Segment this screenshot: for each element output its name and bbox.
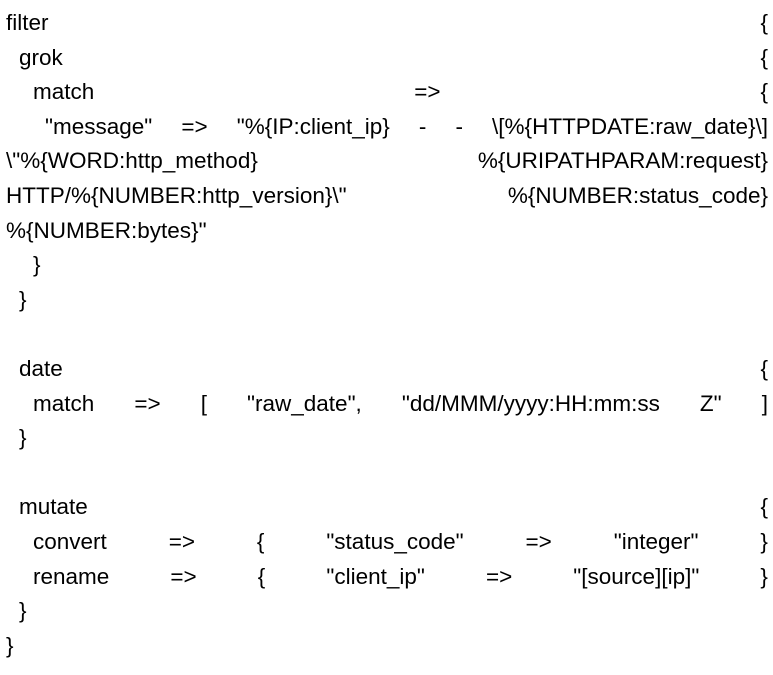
config-token: =>	[485, 563, 513, 589]
config-token: {	[257, 563, 266, 589]
config-token: =>	[134, 390, 161, 416]
config-token: }	[19, 598, 27, 624]
config-token: [	[200, 390, 207, 416]
config-line: }	[6, 248, 768, 283]
config-token: {	[760, 79, 768, 105]
config-token: HTTP/%{NUMBER:http_version}\"	[6, 182, 347, 208]
config-token: \"%{WORD:http_method}	[6, 148, 258, 174]
config-token: =>	[414, 79, 441, 105]
config-token: =>	[181, 113, 208, 139]
config-token: }	[33, 252, 41, 278]
config-token: Z"	[699, 390, 722, 416]
config-token: =>	[170, 563, 197, 589]
config-token: %{NUMBER:status_code}	[507, 182, 768, 208]
config-token: mutate	[19, 494, 88, 520]
config-token: filter	[6, 10, 49, 35]
config-line: %{NUMBER:bytes}"	[6, 214, 768, 249]
config-token: "integer"	[613, 528, 699, 554]
config-token: {	[256, 528, 265, 554]
config-token: }	[760, 563, 768, 589]
config-token: -	[418, 113, 427, 139]
config-token: "%{IP:client_ip}	[236, 113, 390, 139]
config-line: match => {	[6, 75, 768, 110]
config-line: date {	[6, 352, 768, 387]
config-line: rename => { "client_ip" => "[source][ip]"}	[6, 560, 768, 595]
config-line: }	[6, 594, 768, 629]
config-line: }	[6, 421, 768, 456]
config-token: =>	[168, 528, 195, 554]
config-token: }	[19, 286, 27, 312]
config-line: convert => { "status_code" => "integer"}	[6, 525, 768, 560]
config-token: "message"	[45, 113, 153, 139]
config-token: =>	[525, 528, 552, 554]
config-token: {	[760, 10, 768, 35]
config-line: }	[6, 283, 768, 318]
blank-line	[6, 456, 768, 491]
config-line: match => [ "raw_date", "dd/MMM/yyyy:HH:mm:ss…	[6, 387, 768, 422]
config-token: {	[760, 494, 768, 520]
config-token: }	[19, 425, 27, 451]
config-token: \[%{HTTPDATE:raw_date}\]	[492, 113, 768, 139]
config-token: convert	[33, 528, 107, 554]
config-line: "message" => "%{IP:client_ip} - - \[%{HTTPDAT…	[6, 110, 768, 145]
config-token: %{NUMBER:bytes}"	[6, 217, 207, 243]
config-token: date	[19, 355, 63, 381]
config-token: match	[33, 390, 95, 416]
config-line: mutate {	[6, 490, 768, 525]
config-token: "[source][ip]"	[573, 563, 700, 589]
config-token: "status_code"	[326, 528, 464, 554]
config-token: rename	[33, 563, 110, 589]
config-token: {	[760, 44, 768, 70]
config-line: }	[6, 629, 768, 664]
config-token: "dd/MMM/yyyy:HH:mm:ss	[401, 390, 660, 416]
config-token: ]	[761, 390, 768, 416]
config-token: %{URIPATHPARAM:request}	[477, 148, 768, 174]
config-token: {	[760, 355, 768, 381]
config-token: "client_ip"	[326, 563, 425, 589]
logstash-config-document: filter { grok { match => { "message" => "%{IP:cli…	[6, 6, 768, 663]
config-token: }	[6, 632, 14, 658]
config-line: grok {	[6, 41, 768, 76]
config-line: HTTP/%{NUMBER:http_version}\" %{NUMBER:st…	[6, 179, 768, 214]
config-token: "raw_date",	[247, 390, 362, 416]
config-line: \"%{WORD:http_method} %{URIPATHPARAM:requ…	[6, 144, 768, 179]
config-token: grok	[19, 44, 63, 70]
config-token: }	[760, 528, 768, 554]
config-token: -	[455, 113, 463, 139]
config-line: filter {	[6, 6, 768, 41]
blank-line	[6, 317, 768, 352]
config-token: match	[33, 79, 95, 105]
